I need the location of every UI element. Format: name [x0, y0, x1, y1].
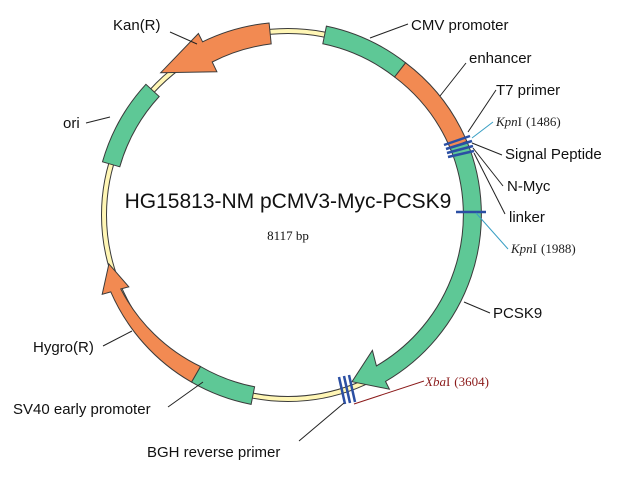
enhancer-leader [439, 62, 467, 97]
cmv-promoter-segment [322, 25, 407, 78]
kpn2-leader [475, 212, 509, 250]
kpn2-site-label: KpnI(1988) [510, 241, 576, 256]
ori-segment [101, 83, 160, 168]
plasmid-size: 8117 bp [267, 228, 309, 243]
kpn1-leader [471, 121, 494, 139]
leader-lines [85, 23, 506, 442]
xba-site-label: XbaI(3604) [424, 374, 489, 389]
linker-label: linker [509, 209, 545, 226]
pcsk9-leader [463, 301, 491, 314]
plasmid-title: HG15813-NM pCMV3-Myc-PCSK9 [125, 190, 452, 213]
cmv-leader [369, 23, 409, 39]
pcsk9-arrow [351, 140, 482, 390]
n-myc-leader [472, 147, 504, 187]
kan-leader [169, 31, 198, 45]
linker-leader [473, 152, 506, 215]
sv40-promoter-segment [190, 365, 256, 405]
kan-arrow [159, 22, 272, 74]
kan-label: Kan(R) [113, 17, 161, 34]
t7-primer-label: T7 primer [496, 82, 560, 99]
enhancer-label: enhancer [469, 50, 532, 67]
hygro-arrow [101, 262, 202, 383]
xba-leader [353, 380, 425, 405]
signal-peptide-leader [471, 142, 503, 156]
bgh-leader [298, 402, 345, 442]
hygro-label: Hygro(R) [33, 339, 94, 356]
xba-site-ticks [337, 374, 357, 405]
cmv-promoter-label: CMV promoter [411, 17, 509, 34]
bgh-reverse-primer-label: BGH reverse primer [147, 444, 280, 461]
hygro-leader [102, 330, 133, 347]
n-myc-label: N-Myc [507, 178, 551, 195]
t7-leader [467, 89, 497, 133]
kpn1-site-label: KpnI(1486) [495, 114, 561, 129]
ori-label: ori [63, 115, 80, 132]
ori-leader [85, 116, 111, 124]
sv40-leader [167, 381, 204, 408]
kpn1-site-ticks [445, 139, 475, 159]
sv40-early-promoter-label: SV40 early promoter [13, 401, 151, 418]
pcsk9-label: PCSK9 [493, 305, 542, 322]
t7-primer-tick [443, 134, 471, 147]
signal-peptide-label: Signal Peptide [505, 146, 602, 163]
